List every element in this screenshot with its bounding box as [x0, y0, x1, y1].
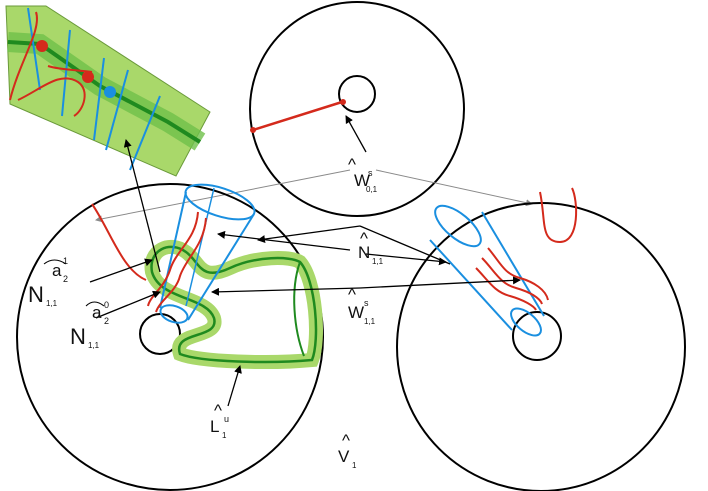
svg-text:N: N: [28, 282, 44, 307]
svg-text:1,1: 1,1: [364, 317, 376, 326]
svg-text:a: a: [92, 303, 102, 322]
svg-text:2: 2: [63, 274, 68, 284]
svg-text:0: 0: [104, 300, 109, 310]
svg-text:^: ^: [348, 285, 356, 304]
right-annulus: [396, 187, 686, 491]
svg-text:0,1: 0,1: [366, 185, 378, 194]
svg-text:^: ^: [360, 229, 368, 248]
svg-text:u: u: [224, 414, 229, 424]
label-n-a1: a 1 2 N 1,1: [28, 256, 68, 308]
svg-text:^: ^: [348, 155, 356, 174]
svg-text:W: W: [354, 171, 370, 190]
svg-text:N: N: [358, 243, 370, 262]
left-annulus: [16, 139, 324, 491]
svg-text:V: V: [338, 447, 350, 466]
svg-text:W: W: [348, 303, 364, 322]
svg-text:1,1: 1,1: [46, 299, 58, 308]
label-n11: ^ N 1,1: [358, 229, 384, 266]
connection-arrows: [211, 225, 521, 296]
svg-text:a: a: [52, 261, 62, 280]
label-lu1: ^ L u 1: [210, 401, 229, 440]
marked-point-2: [82, 71, 94, 83]
svg-text:s: s: [364, 298, 369, 308]
label-n-a0: a 0 2 N 1,1: [70, 300, 109, 350]
svg-text:^: ^: [342, 431, 350, 450]
svg-text:L: L: [210, 417, 219, 436]
marked-point-3: [104, 86, 116, 98]
svg-text:^: ^: [214, 401, 222, 420]
svg-text:1,1: 1,1: [372, 257, 384, 266]
svg-text:1: 1: [222, 431, 227, 440]
label-ws01: ^ W s 0,1: [348, 155, 378, 194]
svg-text:s: s: [368, 168, 373, 178]
svg-text:1: 1: [63, 256, 68, 266]
label-ws11: ^ W s 1,1: [348, 285, 376, 326]
svg-text:1,1: 1,1: [88, 341, 100, 350]
zoom-inset: [5, 5, 211, 177]
projection-lines: [95, 169, 533, 223]
top-annulus: [249, 1, 465, 217]
svg-text:N: N: [70, 324, 86, 349]
svg-text:1: 1: [352, 461, 357, 470]
label-v1: ^ V 1: [338, 431, 357, 470]
marked-point-1: [36, 40, 48, 52]
svg-text:2: 2: [104, 316, 109, 326]
